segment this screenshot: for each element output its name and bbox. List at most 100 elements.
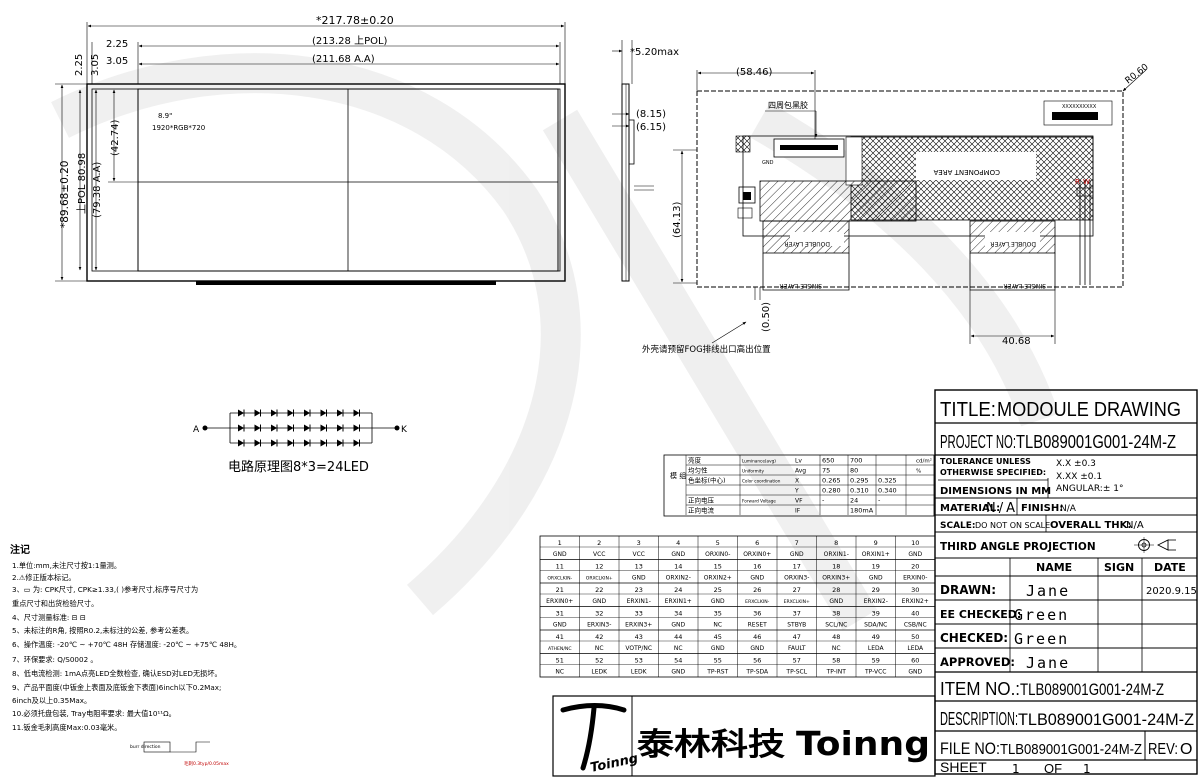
pin-number: 39 (872, 610, 880, 618)
led-table-cell: X (795, 478, 799, 485)
pin-signal: STBYB (787, 622, 806, 629)
pin-number: 1 (558, 539, 562, 547)
pin-signal: GND (869, 575, 883, 582)
pin-number: 51 (556, 657, 564, 665)
led-diode (287, 439, 294, 447)
pin-signal: GND (553, 551, 567, 558)
pin-number: 38 (832, 610, 840, 618)
pin-number: 27 (793, 586, 801, 594)
company-logo: Toinng 泰林科技 Toinng (552, 695, 936, 777)
pin-signal: TP-VCC (864, 669, 886, 676)
led-table-cell: Forward Voltage (742, 499, 776, 504)
led-table-cell: 正向电压 (688, 496, 715, 505)
led-table-cell: 0.295 (850, 477, 869, 485)
led-diode (337, 409, 343, 417)
dimensions-unit: DIMENSIONS IN MM (940, 486, 1051, 497)
project-label: PROJECT NO: (940, 432, 1016, 452)
pin-number: 52 (595, 657, 603, 665)
led-table-cell: 650 (822, 457, 834, 465)
logo-chinese: 泰林科技 (637, 727, 785, 763)
pin-number: 8 (834, 539, 838, 547)
pin-number: 47 (793, 633, 801, 641)
pin-signal: ERXIN3- (587, 622, 611, 629)
drawn-name: Jane (1026, 582, 1070, 600)
material-value: N/A (986, 501, 1018, 516)
dim-back-height: (64.13) (672, 201, 683, 238)
pin-number: 29 (872, 586, 880, 594)
pin-signal: ORXIN1- (824, 551, 849, 558)
pin-number: 2 (597, 539, 601, 547)
pin-signal: TP-SDA (745, 669, 769, 676)
pin-signal: SCL/NC (825, 622, 847, 629)
dim-offset-v1: 2.25 (74, 54, 85, 76)
pin-number: 54 (674, 657, 682, 665)
pin-signal: GND (750, 575, 764, 582)
third-angle-projection-icon (1134, 537, 1176, 553)
back-outline (696, 90, 1124, 288)
module-group-label: 模 组 (670, 471, 686, 480)
item-no-value: TLB089001G001-24M-Z (1020, 680, 1164, 699)
pin-number: 48 (832, 633, 840, 641)
tolerance-xxx: X.XX ±0.1 (1056, 472, 1102, 482)
pin-signal: ORXIN2- (666, 575, 691, 582)
led-table-cell: 0.280 (822, 487, 841, 495)
pin-signal: TP-RST (706, 669, 728, 676)
dim-half-height: (42.74) (110, 119, 121, 156)
led-table-cell: 180mA (850, 507, 874, 515)
description-label: DESCRIPTION: (940, 709, 1018, 729)
node-a: A (193, 425, 200, 435)
note-item: 1.单位:mm,未注尺寸按1:1量测。 (12, 561, 121, 570)
pin-number: 9 (874, 539, 878, 547)
dim-offset-1: 2.25 (106, 39, 128, 50)
file-no-label: FILE NO: (940, 739, 1000, 758)
checked-name: Green (1014, 630, 1069, 648)
led-table-cell: 亮度 (688, 456, 702, 465)
pin-number: 58 (832, 657, 840, 665)
pin-signal: ORXIN1+ (862, 551, 890, 558)
drawn-label: DRAWN: (940, 583, 996, 597)
pin-number: 43 (635, 633, 643, 641)
dim-total-height: *89.68±0.20 (59, 161, 71, 229)
note-item: 7、环保要求: Q/S0002 。 (12, 655, 98, 664)
pin-number: 23 (635, 586, 643, 594)
led-diode (320, 424, 327, 432)
note-black-tape: 四周包黑胶 (768, 100, 808, 110)
pin-signal: VOTP/NC (625, 645, 652, 652)
front-view: 8.9" 1920*RGB*720 *217.78±0.20 (213.28 上… (55, 14, 566, 285)
pin-signal: ORXCLKIN+ (586, 576, 613, 582)
pin-number: 19 (872, 563, 880, 571)
led-table-cell: 700 (850, 457, 862, 465)
pin-number: 55 (714, 657, 722, 665)
led-table-cell: 0.265 (822, 477, 841, 485)
led-diode (254, 424, 261, 432)
dim-aa-height: (79.38 A.A) (92, 162, 103, 218)
pin-signal: VCC (633, 551, 645, 558)
pin-signal: ORXIN3- (784, 575, 809, 582)
led-diode (271, 439, 277, 447)
connector-label: GND (762, 160, 774, 166)
note-item: 10.必须托盘包装, Tray电阻率要求: 最大值10¹¹Ω。 (12, 709, 176, 718)
pin-signal: GND (671, 622, 685, 629)
pin-signal: ORXIN2+ (704, 575, 732, 582)
pin-number: 21 (556, 586, 564, 594)
pin-signal: TP-INT (826, 669, 847, 676)
sheet-total: 1 (1083, 762, 1091, 776)
pin-number: 41 (556, 633, 564, 641)
dim-fpc-width: 40.68 (1002, 336, 1031, 347)
pin-signal: ORXIN3+ (822, 575, 850, 582)
dim-thickness: *5.20max (630, 47, 679, 58)
title-block: TITLE: MODOULE DRAWING PROJECT NO: TLB08… (934, 389, 1198, 776)
led-diode (238, 439, 244, 447)
led-table-cell: 80 (850, 467, 858, 475)
pin-signal: GND (592, 598, 606, 605)
pin-signal: ERXCLKIN+ (784, 599, 810, 605)
note-item: 11.钣金毛刺高度Max:0.03毫米。 (12, 723, 121, 732)
panel-size-label: 8.9" (158, 112, 172, 120)
pin-signal: GND (711, 645, 725, 652)
pin-number: 25 (714, 586, 722, 594)
led-table-cell: - (878, 497, 881, 505)
pin-signal: GND (908, 551, 922, 558)
dim-back-width: (58.46) (736, 67, 773, 78)
led-diode (287, 424, 294, 432)
